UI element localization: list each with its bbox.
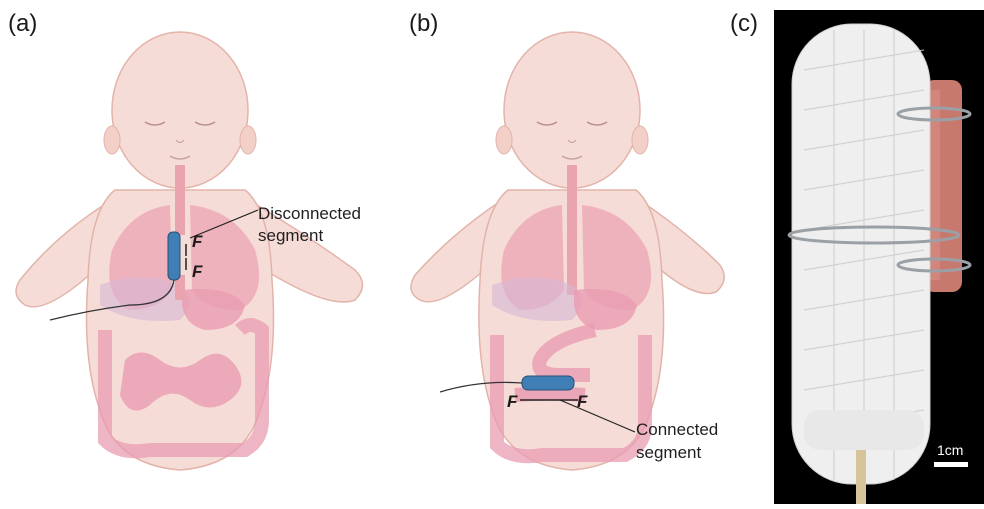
magnet-device-upper [168, 232, 180, 280]
left-ear [104, 126, 120, 154]
force-label-b-left: F [507, 392, 517, 412]
connected-segment-label-line2: segment [636, 442, 701, 463]
esophagus [567, 165, 577, 295]
infant-illustration-a [0, 0, 400, 504]
magnet-device-lower [522, 376, 574, 390]
panel-c-photo [774, 10, 984, 504]
left-ear [496, 126, 512, 154]
head [112, 32, 248, 188]
device-photo [774, 10, 984, 504]
panel-label-c: (c) [730, 10, 758, 38]
right-ear [632, 126, 648, 154]
scale-bar [934, 462, 968, 467]
disconnected-segment-label-line2: segment [258, 225, 323, 246]
esophagus-upper [175, 165, 185, 235]
silicone-base [804, 410, 924, 450]
scale-bar-label: 1cm [937, 442, 963, 458]
disconnected-segment-label-line1: Disconnected [258, 203, 361, 224]
force-label-b-right: F [577, 392, 587, 412]
connected-segment-label-line1: Connected [636, 419, 718, 440]
panel-a-illustration [0, 0, 400, 504]
force-label-a-bottom: F [192, 262, 202, 282]
head [504, 32, 640, 188]
catheter-tube [856, 450, 866, 504]
right-ear [240, 126, 256, 154]
connected-bowel [515, 394, 585, 396]
force-label-a-top: F [192, 232, 202, 252]
